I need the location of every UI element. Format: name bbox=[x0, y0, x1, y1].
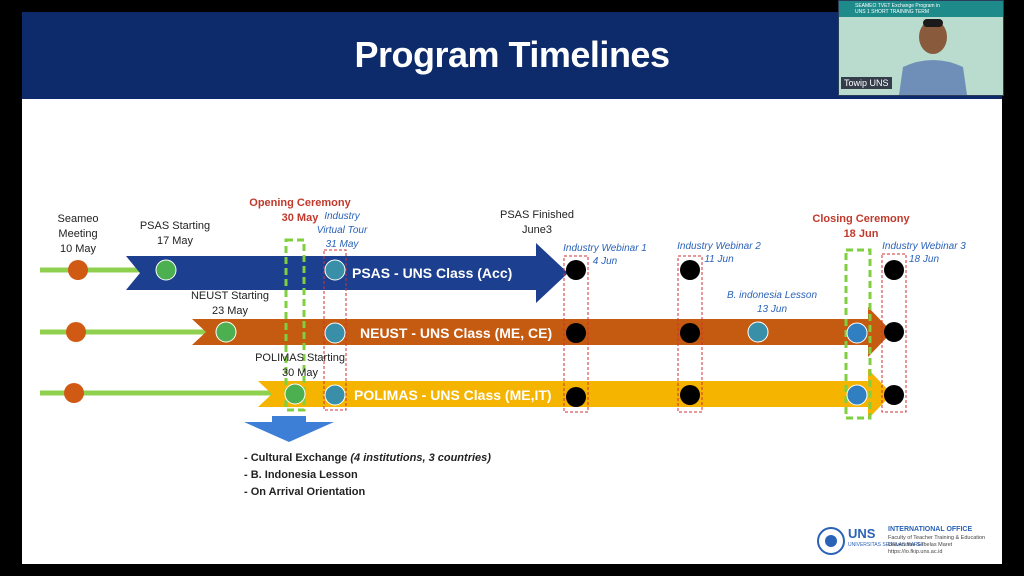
virtual-tour-box bbox=[323, 249, 347, 411]
webinar1-dot-polimas bbox=[566, 387, 586, 407]
webinar3-dot-psas bbox=[884, 260, 904, 280]
closing-dot-neust bbox=[846, 322, 868, 344]
uns-text: UNS bbox=[848, 526, 876, 541]
polimas-start-dot bbox=[284, 383, 306, 405]
seameo-dot-neust bbox=[66, 322, 86, 342]
international-office-title: INTERNATIONAL OFFICE bbox=[888, 526, 973, 533]
webinar2-box bbox=[677, 255, 703, 413]
psas-start-dot bbox=[155, 259, 177, 281]
webinar3-box bbox=[881, 253, 907, 413]
webinar1-box bbox=[563, 255, 589, 413]
uns-seal-icon bbox=[817, 527, 845, 555]
participant-avatar bbox=[899, 19, 967, 95]
seameo-dot-polimas bbox=[64, 383, 84, 403]
webinar2-dot-psas bbox=[680, 260, 700, 280]
webinar3-dot-polimas bbox=[884, 385, 904, 405]
webinar2-dot-polimas bbox=[680, 385, 700, 405]
down-arrow-icon bbox=[244, 416, 334, 442]
note-bindo-lesson: - B. Indonesia Lesson bbox=[244, 469, 358, 481]
slide-title: Program Timelines bbox=[354, 34, 670, 75]
closing-dot-polimas bbox=[846, 384, 868, 406]
uns-logo: UNS UNIVERSITAS SEBELAS MARET INTERNATIO… bbox=[814, 520, 1002, 564]
neust-start-dot bbox=[215, 321, 237, 343]
webinar2-dot-neust bbox=[680, 323, 700, 343]
virtual-tour-dot-polimas bbox=[324, 384, 346, 406]
note-arrival-orientation: - On Arrival Orientation bbox=[244, 486, 366, 498]
closing-ceremony-box bbox=[844, 248, 872, 420]
polimas-arrow-label: POLIMAS - UNS Class (ME,IT) bbox=[354, 387, 552, 403]
neust-arrow bbox=[192, 307, 892, 357]
virtual-tour-dot-neust bbox=[324, 322, 346, 344]
psas-arrow bbox=[126, 243, 568, 303]
virtual-tour-dot-psas bbox=[324, 259, 346, 281]
opening-ceremony-box bbox=[284, 238, 306, 412]
note-cultural-exchange: - Cultural Exchange (4 institutions, 3 c… bbox=[244, 452, 491, 464]
uns-subtitle: UNIVERSITAS SEBELAS MARET bbox=[848, 542, 925, 548]
webinar1-dot-psas bbox=[566, 260, 586, 280]
webinar3-dot-neust bbox=[884, 322, 904, 342]
seameo-dot-psas bbox=[68, 260, 88, 280]
participant-name: Towip UNS bbox=[841, 77, 892, 89]
webinar1-dot-neust bbox=[566, 323, 586, 343]
psas-arrow-label: PSAS - UNS Class (Acc) bbox=[352, 265, 513, 281]
notes-list: - Cultural Exchange (4 institutions, 3 c… bbox=[244, 450, 491, 501]
timeline-graphic bbox=[40, 238, 907, 442]
bindo-lesson-dot bbox=[747, 321, 769, 343]
neust-arrow-label: NEUST - UNS Class (ME, CE) bbox=[360, 325, 553, 341]
